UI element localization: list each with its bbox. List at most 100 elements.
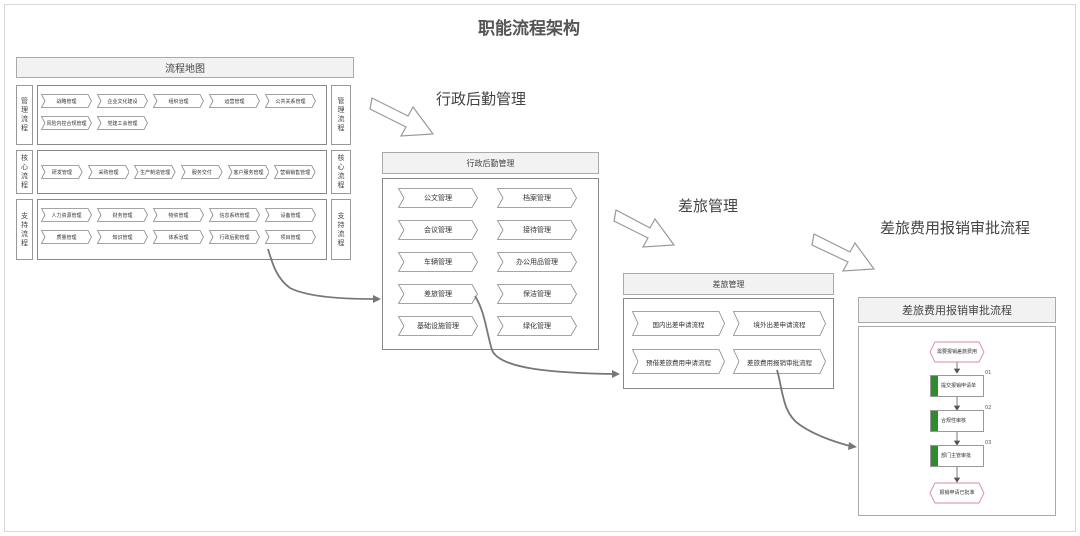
- flow-step-number: 03: [985, 440, 992, 446]
- process-map-item[interactable]: 设备管理: [265, 208, 316, 222]
- flow-step-label: 提交报销申请单: [941, 383, 977, 389]
- flow-step-box[interactable]: 合规性审核: [930, 410, 984, 432]
- process-map-item[interactable]: 行政后勤管理: [209, 230, 260, 244]
- admin-process-item-label: 接待管理: [523, 226, 551, 234]
- process-map-item[interactable]: 质量管理: [41, 230, 92, 244]
- admin-process-item[interactable]: 基础设施管理: [398, 316, 478, 336]
- admin-process-item[interactable]: 公文管理: [398, 188, 478, 208]
- process-map-item[interactable]: 生产制造管理: [134, 165, 176, 179]
- process-map-item[interactable]: 信息系统管理: [209, 208, 260, 222]
- admin-process-item[interactable]: 档案管理: [497, 188, 577, 208]
- process-map-item-label: 项目管理: [280, 234, 301, 241]
- travel-process-item-label: 境外出差申请流程: [753, 320, 806, 329]
- flow-step-label: 合规性审核: [941, 418, 967, 424]
- admin-header: 行政后勤管理: [382, 152, 599, 174]
- flow-start-node: 需要报销差旅费用: [936, 348, 977, 355]
- map-row-right-label: 支持流程: [331, 199, 351, 260]
- travel-header: 差旅管理: [623, 273, 834, 295]
- map-row-left-label: 核心流程: [16, 150, 33, 194]
- process-map-item-label: 运营管理: [224, 98, 245, 105]
- process-map-item[interactable]: 财务管理: [97, 208, 148, 222]
- map-row-right-label: 核心流程: [331, 150, 351, 194]
- page-title: 职能流程架构: [478, 19, 580, 39]
- step-marker-icon: [931, 411, 938, 431]
- admin-process-item[interactable]: 接待管理: [497, 220, 577, 240]
- admin-process-item-label: 保洁管理: [523, 290, 551, 298]
- process-map-item[interactable]: 营销销售管理: [274, 165, 316, 179]
- process-map-item-label: 研发管理: [51, 169, 72, 176]
- end-terminal-shape: [929, 482, 985, 504]
- flow-step-number: 01: [985, 370, 992, 376]
- travel-section-label: 差旅管理: [678, 197, 739, 215]
- flow-step-box[interactable]: 部门主管审批: [930, 445, 984, 467]
- process-map-item-label: 知识管理: [112, 234, 133, 241]
- process-map-item-label: 营销销售管理: [280, 169, 311, 176]
- process-map-item-label: 行政后勤管理: [219, 234, 250, 241]
- admin-process-item[interactable]: 车辆管理: [398, 252, 478, 272]
- admin-process-item[interactable]: 办公用品管理: [497, 252, 577, 272]
- process-map-item-label: 企业文化建设: [107, 98, 138, 105]
- process-map-item-label: 公共关系管理: [275, 98, 306, 105]
- process-map-item-label: 战略管理: [56, 98, 77, 105]
- arrow-to-admin-icon: [369, 97, 435, 137]
- admin-process-item-label: 公文管理: [424, 194, 452, 202]
- process-map-item-label: 人力资源管理: [51, 212, 82, 219]
- process-map-item[interactable]: 战略管理: [41, 94, 92, 108]
- admin-section-label: 行政后勤管理: [436, 90, 527, 108]
- admin-process-item-label: 会议管理: [424, 226, 452, 234]
- process-map-item[interactable]: 党建工会管理: [97, 116, 148, 130]
- process-map-item[interactable]: 研发管理: [41, 165, 83, 179]
- process-map-item[interactable]: 采购管理: [87, 165, 130, 179]
- process-map-item[interactable]: 公共关系管理: [265, 94, 316, 108]
- flow-step-box[interactable]: 提交报销申请单: [930, 375, 984, 397]
- admin-process-item-label: 基础设施管理: [417, 322, 459, 330]
- travel-process-item[interactable]: 国内出差申请流程: [632, 311, 725, 336]
- row-category-text: 支持流程: [21, 211, 28, 247]
- admin-process-item-label: 档案管理: [523, 194, 551, 202]
- admin-process-item[interactable]: 差旅管理: [398, 284, 478, 304]
- process-map-item[interactable]: 体系治理: [153, 230, 204, 244]
- process-map-item-label: 质量管理: [56, 234, 77, 241]
- admin-process-item[interactable]: 保洁管理: [497, 284, 577, 304]
- travel-process-item[interactable]: 预借差旅费用申请流程: [632, 349, 725, 374]
- process-map-item[interactable]: 组织治理: [153, 94, 204, 108]
- process-map-item[interactable]: 客户服务管理: [227, 165, 270, 179]
- process-map-item-label: 财务管理: [112, 212, 133, 219]
- arrow-to-expense-icon: [811, 233, 876, 272]
- process-map-item-label: 服务交付: [191, 169, 212, 176]
- process-map-item-label: 客户服务管理: [233, 169, 264, 176]
- process-map-item[interactable]: 人力资源管理: [41, 208, 92, 222]
- process-map-item[interactable]: 企业文化建设: [97, 94, 148, 108]
- process-map-item[interactable]: 服务交付: [181, 165, 223, 179]
- map-row-right-label: 管理流程: [331, 85, 351, 145]
- row-category-text: 管理流程: [337, 97, 345, 132]
- process-map-item[interactable]: 风险内控合规管理: [41, 116, 92, 130]
- admin-process-item-label: 绿化管理: [523, 322, 551, 330]
- arrow-to-travel-icon: [613, 209, 676, 248]
- process-map-item-label: 组织治理: [168, 98, 189, 105]
- process-map-item-label: 信息系统管理: [219, 212, 250, 219]
- expense-section-label: 差旅费用报销审批流程: [880, 219, 1031, 237]
- process-map-item[interactable]: 运营管理: [209, 94, 260, 108]
- process-map-item[interactable]: 物资管理: [153, 208, 204, 222]
- step-marker-icon: [931, 376, 938, 396]
- travel-process-item[interactable]: 差旅费用报销审批流程: [733, 349, 826, 374]
- admin-process-item[interactable]: 绿化管理: [497, 316, 577, 336]
- flow-step-label: 部门主管审批: [941, 453, 972, 459]
- map-row-left-label: 管理流程: [16, 85, 33, 145]
- process-map-item[interactable]: 知识管理: [97, 230, 148, 244]
- process-map-item-label: 物资管理: [168, 212, 189, 219]
- process-map-item[interactable]: 项目管理: [265, 230, 316, 244]
- step-marker-icon: [931, 446, 938, 466]
- flow-end-node: 报销申请已批准: [939, 489, 975, 496]
- process-map-item-label: 设备管理: [280, 212, 301, 219]
- admin-process-item[interactable]: 会议管理: [398, 220, 478, 240]
- process-map-header: 流程地图: [16, 57, 354, 78]
- admin-process-item-label: 办公用品管理: [516, 258, 558, 266]
- row-category-text: 核心流程: [337, 154, 345, 189]
- travel-process-item[interactable]: 境外出差申请流程: [733, 311, 826, 336]
- process-map-item-label: 风险内控合规管理: [46, 120, 87, 127]
- row-category-text: 管理流程: [21, 97, 28, 132]
